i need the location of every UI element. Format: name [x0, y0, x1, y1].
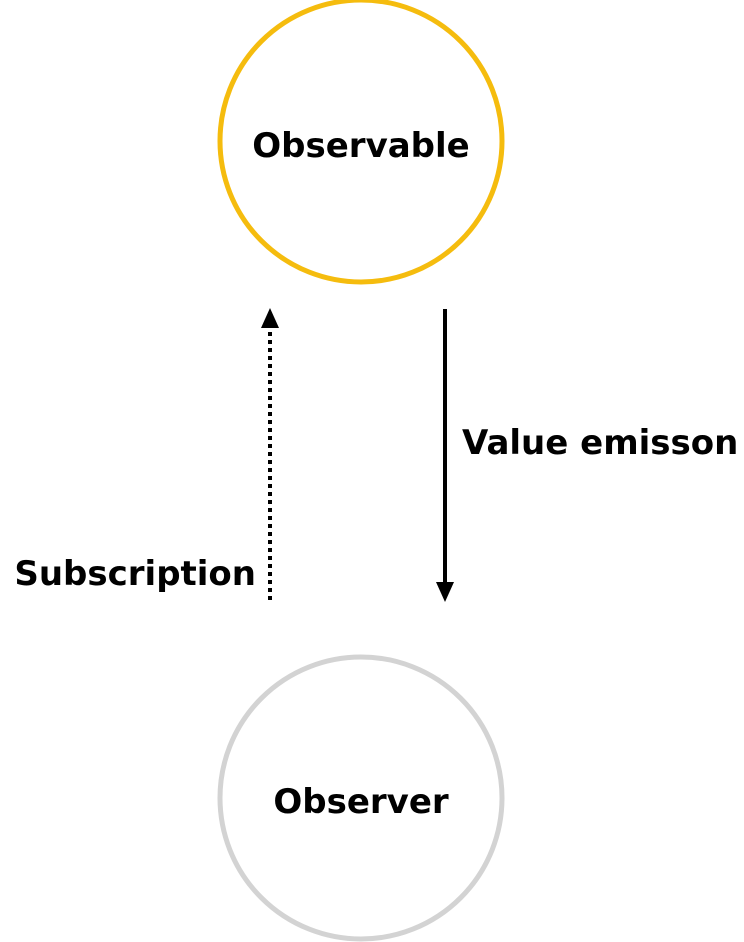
subscription-arrowhead — [261, 308, 279, 328]
observer-circle — [217, 654, 505, 942]
value-emission-arrowhead — [436, 582, 454, 602]
observable-label: Observable — [252, 126, 469, 166]
observable-circle — [217, 0, 505, 285]
value-emission-label: Value emisson — [462, 423, 738, 463]
value-emission-edge: Value emisson — [436, 309, 738, 602]
subscription-label: Subscription — [14, 554, 256, 594]
observer-node: Observer — [217, 654, 505, 942]
observer-label: Observer — [273, 782, 449, 822]
observable-node: Observable — [217, 0, 505, 285]
subscription-edge: Subscription — [14, 308, 279, 600]
